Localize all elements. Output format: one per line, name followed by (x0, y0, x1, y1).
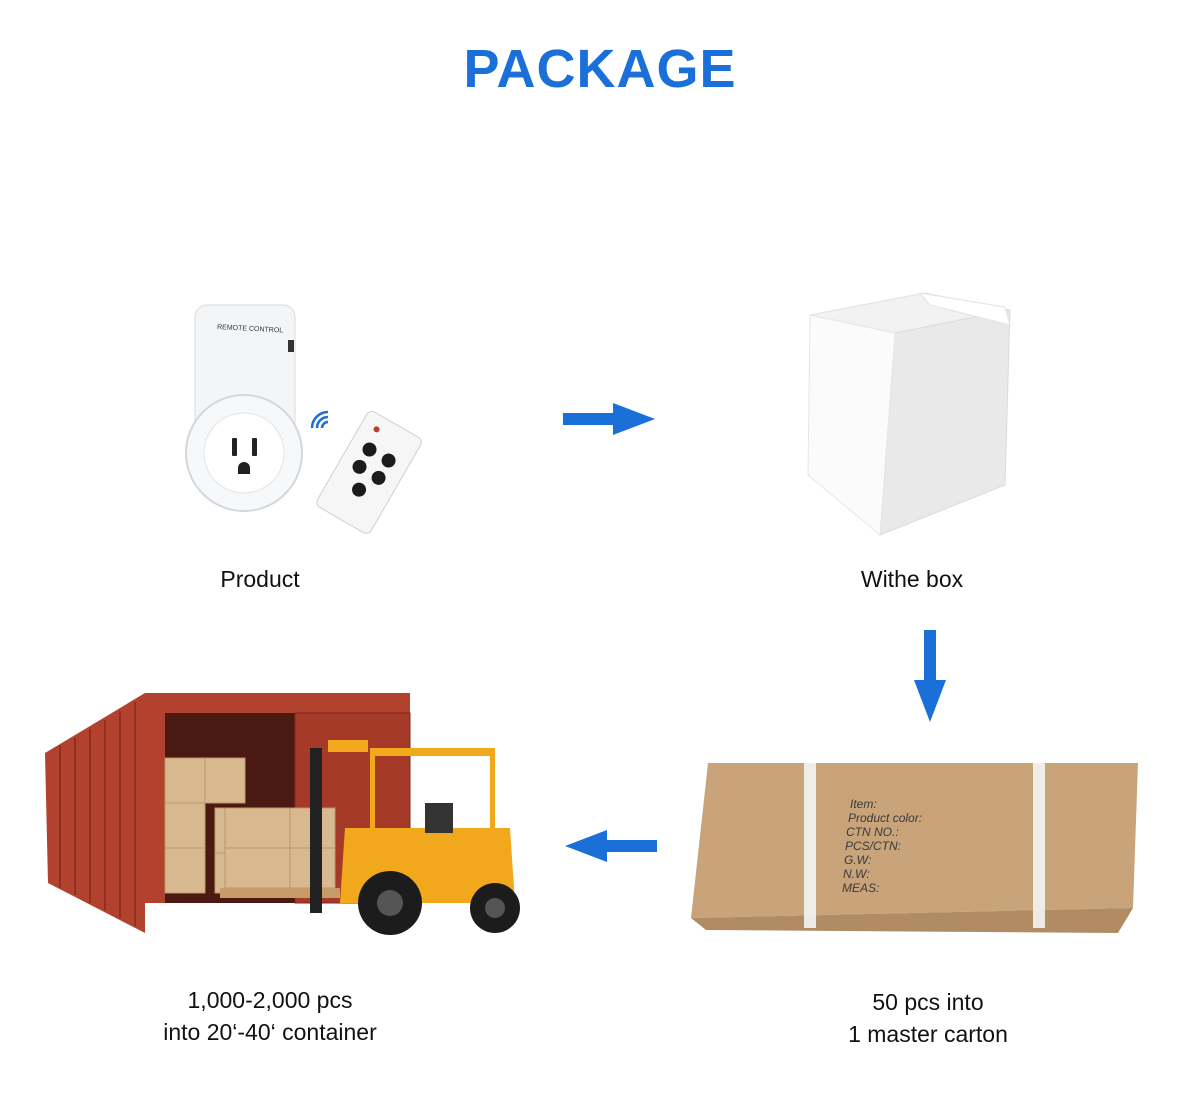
white-box-caption: Withe box (860, 566, 964, 592)
arrow-right-icon (563, 403, 655, 435)
container-caption-line-2: into 20‘-40‘ container (163, 1019, 377, 1045)
master-carton-caption-line-1: 50 pcs into (872, 989, 984, 1015)
carton-mark-ctn-no: CTN NO.: (846, 825, 899, 839)
container-caption-line-1: 1,000-2,000 pcs (187, 987, 353, 1013)
wireless-signal-icon (310, 410, 329, 429)
white-box-image (807, 292, 1011, 537)
arrow-left-icon (565, 830, 657, 862)
remote-control-image (316, 410, 422, 534)
plug-label: REMOTE CONTROL (217, 324, 283, 334)
carton-mark-color: Product color: (848, 811, 922, 825)
carton-mark-meas: MEAS: (842, 881, 879, 895)
page-title: PACKAGE (463, 39, 737, 99)
carton-mark-item: Item: (850, 797, 877, 811)
product-image: REMOTE CONTROL (185, 304, 422, 534)
carton-mark-pcs-ctn: PCS/CTN: (845, 839, 901, 853)
master-carton-image: Item: Product color: CTN NO.: PCS/CTN: G… (691, 763, 1138, 933)
master-carton-caption-line-2: 1 master carton (848, 1021, 1008, 1047)
container-forklift-image (45, 693, 520, 935)
arrow-down-icon (914, 630, 946, 722)
carton-mark-gw: G.W: (844, 853, 871, 867)
master-carton-caption: 50 pcs into 1 master carton (778, 986, 1078, 1050)
product-caption: Product (220, 566, 300, 592)
container-caption: 1,000-2,000 pcs into 20‘-40‘ container (120, 984, 420, 1048)
carton-mark-nw: N.W: (843, 867, 870, 881)
